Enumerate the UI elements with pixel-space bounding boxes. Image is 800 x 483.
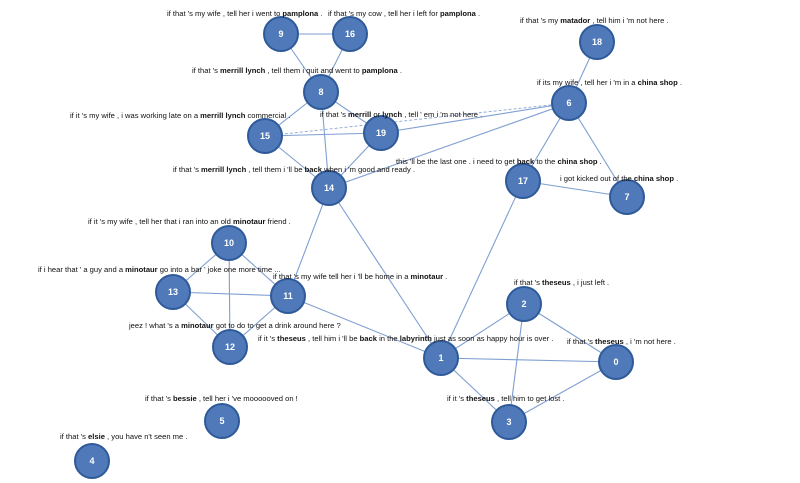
node-9: 9 <box>263 16 299 52</box>
node-label-12: jeez ! what 's a minotaur got to do to g… <box>128 321 341 330</box>
edge-6-7 <box>568 102 628 198</box>
node-id-2: 2 <box>521 299 526 309</box>
node-label-6: if its my wife , tell her i 'm in a chin… <box>537 78 682 87</box>
node-id-6: 6 <box>566 98 571 108</box>
dashed-edge-14-6 <box>328 102 570 189</box>
node-id-0: 0 <box>613 357 618 367</box>
node-3: 3 <box>491 404 527 440</box>
node-circle-8 <box>303 74 339 110</box>
edge-15-19 <box>264 132 382 137</box>
node-id-11: 11 <box>283 291 293 301</box>
node-label-15: if it 's my wife , i was working late on… <box>70 111 291 120</box>
node-id-17: 17 <box>518 176 528 186</box>
node-label-3: if it 's theseus , tell him to get lost … <box>447 394 565 403</box>
node-circle-1 <box>423 340 459 376</box>
node-label-2: if that 's theseus , i just left . <box>514 278 609 287</box>
node-circle-18 <box>579 24 615 60</box>
node-6: 6 <box>551 85 587 121</box>
node-18: 18 <box>579 24 615 60</box>
node-id-14: 14 <box>324 183 334 193</box>
node-label-19: if that 's merrill or lynch , tell ' em … <box>320 110 482 119</box>
node-id-15: 15 <box>260 131 270 141</box>
labels-layer: if that 's theseus , i 'm not here . if i… <box>38 9 682 441</box>
node-id-5: 5 <box>219 416 224 426</box>
node-15: 15 <box>247 118 283 154</box>
edge-14-1 <box>328 187 442 359</box>
node-circle-5 <box>204 403 240 439</box>
edge-2-3 <box>508 303 525 423</box>
node-circle-9 <box>263 16 299 52</box>
dashed-edge-15-6 <box>264 102 570 137</box>
node-label-13: if i hear that ' a guy and a minotaur go… <box>38 265 281 274</box>
node-0: 0 <box>598 344 634 380</box>
node-id-4: 4 <box>89 456 94 466</box>
edge-2-0 <box>523 303 617 363</box>
node-17: 17 <box>505 163 541 199</box>
node-circle-11 <box>270 278 306 314</box>
node-circle-6 <box>551 85 587 121</box>
node-circle-15 <box>247 118 283 154</box>
edge-11-1 <box>287 295 442 359</box>
node-8: 8 <box>303 74 339 110</box>
node-circle-16 <box>332 16 368 52</box>
node-label-17: this 'll be the last one . i need to get… <box>396 157 602 166</box>
edge-19-6 <box>380 102 570 134</box>
node-circle-2 <box>506 286 542 322</box>
node-id-16: 16 <box>345 29 355 39</box>
node-16: 16 <box>332 16 368 52</box>
node-2: 2 <box>506 286 542 322</box>
node-id-7: 7 <box>624 192 629 202</box>
node-label-9: if that 's my wife , tell her i went to … <box>167 9 323 18</box>
node-13: 13 <box>155 274 191 310</box>
node-label-14: if that 's merrill lynch , tell them i '… <box>173 165 415 174</box>
node-id-1: 1 <box>438 353 443 363</box>
node-label-11: if that 's my wife tell her i 'll be hom… <box>273 272 447 281</box>
node-label-4: if that 's elsie , you have n't seen me … <box>60 432 187 441</box>
edge-3-0 <box>508 361 617 423</box>
node-circle-13 <box>155 274 191 310</box>
node-circle-17 <box>505 163 541 199</box>
node-19: 19 <box>363 115 399 151</box>
node-id-13: 13 <box>168 287 178 297</box>
node-id-9: 9 <box>278 29 283 39</box>
node-circle-7 <box>609 179 645 215</box>
edge-13-11 <box>172 291 289 297</box>
node-4: 4 <box>74 443 110 479</box>
node-id-19: 19 <box>376 128 386 138</box>
node-14: 14 <box>311 170 347 206</box>
edge-1-0 <box>440 357 617 363</box>
node-label-8: if that 's merrill lynch , tell them i q… <box>192 66 402 75</box>
node-id-18: 18 <box>592 37 602 47</box>
node-label-16: if that 's my cow , tell her i left for … <box>328 9 480 18</box>
node-id-8: 8 <box>318 87 323 97</box>
node-label-10: if it 's my wife , tell her that i ran i… <box>88 217 291 226</box>
node-circle-10 <box>211 225 247 261</box>
edge-17-1 <box>440 180 524 359</box>
node-circle-3 <box>491 404 527 440</box>
node-label-1: if it 's theseus , tell him i 'll be bac… <box>258 334 553 343</box>
node-circle-12 <box>212 329 248 365</box>
node-7: 7 <box>609 179 645 215</box>
node-10: 10 <box>211 225 247 261</box>
node-11: 11 <box>270 278 306 314</box>
node-12: 12 <box>212 329 248 365</box>
node-id-12: 12 <box>225 342 235 352</box>
edge-14-11 <box>287 187 330 297</box>
node-circle-0 <box>598 344 634 380</box>
node-5: 5 <box>204 403 240 439</box>
node-label-18: if that 's my matador , tell him i 'm no… <box>520 16 669 25</box>
node-1: 1 <box>423 340 459 376</box>
node-id-10: 10 <box>224 238 234 248</box>
node-circle-14 <box>311 170 347 206</box>
node-circle-19 <box>363 115 399 151</box>
node-circle-4 <box>74 443 110 479</box>
node-label-7: i got kicked out of the china shop . <box>560 174 678 183</box>
node-label-5: if that 's bessie , tell her i 've moooo… <box>145 394 298 403</box>
node-label-0: if that 's theseus , i 'm not here . <box>567 337 676 346</box>
node-id-3: 3 <box>506 417 511 427</box>
